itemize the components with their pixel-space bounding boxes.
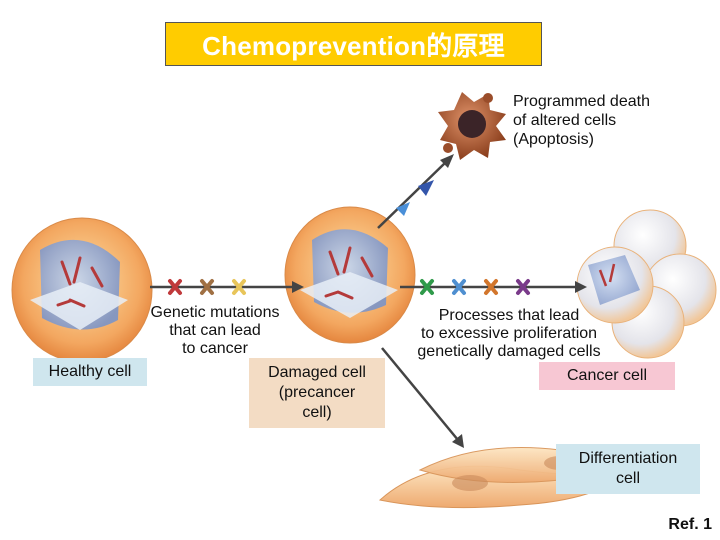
damaged-line-2: (precancer	[278, 384, 356, 401]
healthy-cell-text: Healthy cell	[48, 363, 132, 380]
cancer-cell-text: Cancer cell	[566, 367, 648, 384]
processes-line-3: genetically damaged cells	[417, 343, 601, 360]
apoptosis-label: Programmed death of altered cells (Apopt…	[513, 92, 650, 149]
apoptotic-cell-illustration	[438, 92, 506, 160]
genetic-line-1: Genetic mutations	[150, 304, 280, 321]
differentiation-line-1: Differentiation	[578, 450, 678, 467]
arrow-to-apoptosis	[377, 161, 447, 229]
damaged-line-1: Damaged cell	[268, 364, 366, 381]
mutation-marks	[168, 279, 530, 295]
processes-label: Processes that lead to excessive prolife…	[395, 307, 623, 361]
genetic-line-2: that can lead	[169, 322, 261, 339]
healthy-cell-illustration	[11, 217, 153, 363]
title-box: Chemoprevention的原理	[165, 22, 542, 66]
page-title: Chemoprevention的原理	[202, 30, 505, 61]
apoptosis-line-2: of altered cells	[513, 112, 617, 129]
cancer-cell-illustration	[576, 209, 717, 359]
cancer-cell-label: Cancer cell	[539, 362, 675, 390]
marker-triangle-dark	[418, 180, 434, 196]
damaged-cell-label: Damaged cell (precancer cell)	[249, 358, 385, 428]
arrowheads	[292, 154, 587, 448]
damaged-line-3: cell)	[302, 404, 332, 421]
processes-line-2: to excessive proliferation	[420, 325, 598, 342]
marker-triangle-light	[396, 202, 410, 216]
apoptosis-line-3: (Apoptosis)	[513, 131, 594, 148]
arrow-to-differentiation	[381, 347, 459, 441]
reference-label: Ref. 1	[668, 516, 712, 533]
differentiation-line-2: cell	[615, 470, 640, 487]
damaged-cell-illustration	[284, 206, 416, 344]
healthy-cell-label: Healthy cell	[33, 358, 147, 386]
differentiation-cell-label: Differentiation cell	[556, 444, 700, 494]
apoptosis-line-1: Programmed death	[513, 93, 650, 110]
processes-line-1: Processes that lead	[438, 307, 580, 324]
genetic-line-3: to cancer	[182, 340, 248, 357]
genetic-mutations-label: Genetic mutations that can lead to cance…	[135, 304, 295, 358]
